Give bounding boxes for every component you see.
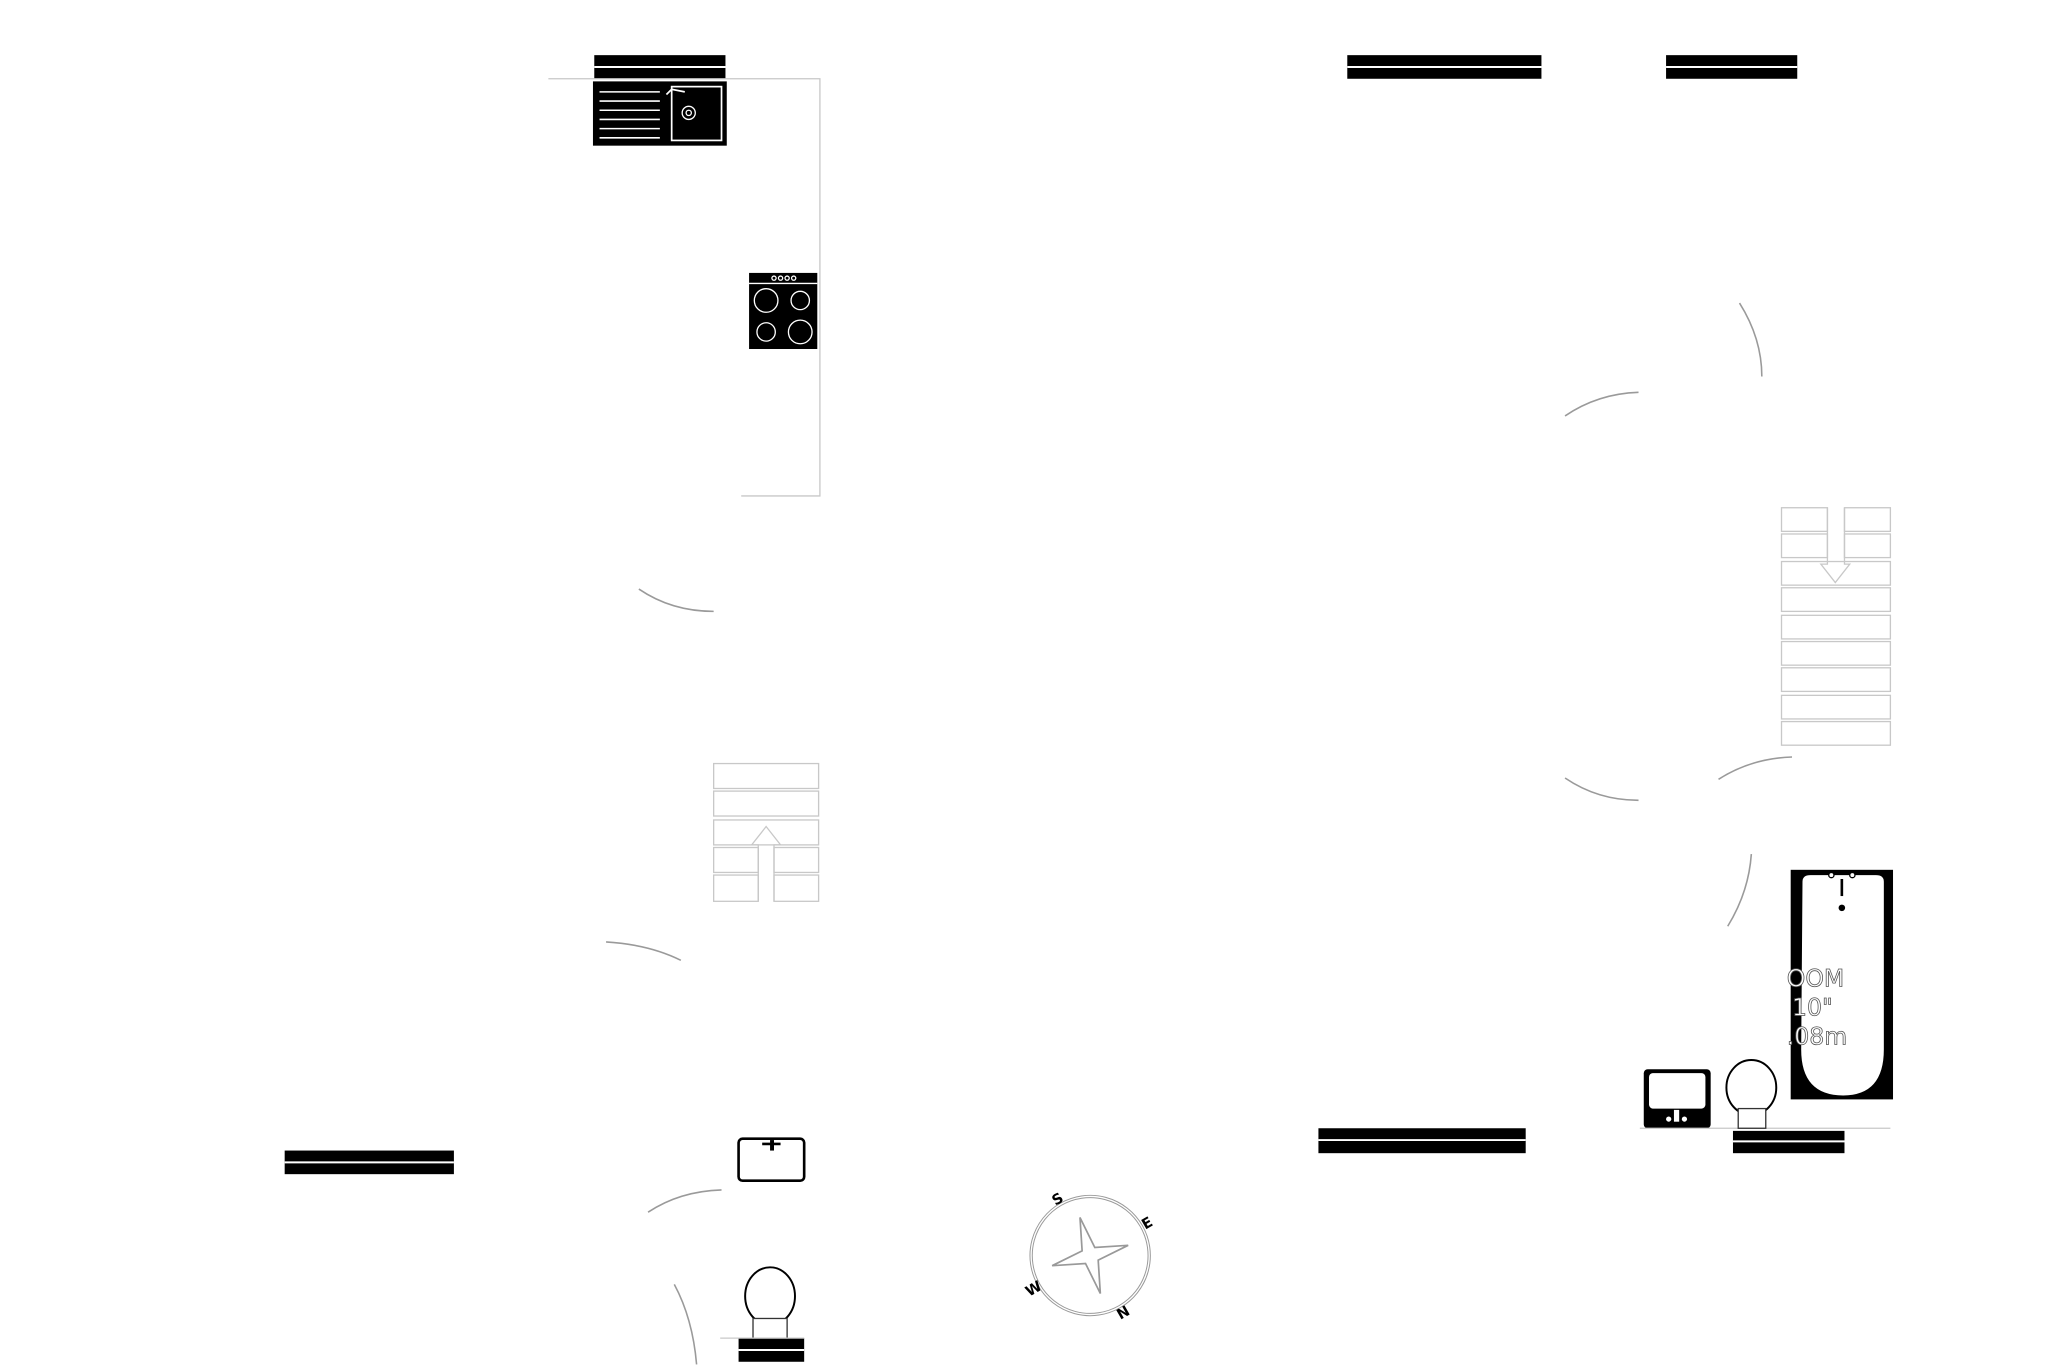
compass-north: N [1114, 1303, 1132, 1323]
room-size-imperial-partial: 10" [1792, 993, 1833, 1021]
window [594, 55, 726, 79]
compass-south: S [1049, 1190, 1066, 1209]
bathroom-toilet [1725, 1059, 1778, 1129]
windows [284, 55, 1845, 1362]
compass-west: W [1023, 1278, 1045, 1300]
bath [1790, 869, 1894, 1100]
window [1732, 1130, 1845, 1154]
room-size-metric-partial: .08m [1787, 1022, 1848, 1050]
kitchen-worktop [548, 78, 821, 497]
compass-rose: N E S W [1023, 1190, 1156, 1323]
window [1666, 55, 1798, 79]
kitchen-sink [592, 81, 727, 146]
stairs-left [712, 762, 820, 902]
window [284, 1150, 454, 1175]
cloakroom-basin [737, 1137, 806, 1183]
window [738, 1338, 805, 1362]
stairs-right [1780, 507, 1892, 746]
window [1318, 1128, 1526, 1154]
window [1347, 55, 1542, 79]
room-name-partial: OOM [1787, 965, 1845, 993]
door-swings [606, 302, 1793, 1365]
room-label: OOM 10" .08m [1786, 964, 1848, 1051]
hob [749, 272, 818, 350]
cloakroom-toilet [720, 1266, 805, 1339]
bathroom-basin [1643, 1069, 1711, 1129]
